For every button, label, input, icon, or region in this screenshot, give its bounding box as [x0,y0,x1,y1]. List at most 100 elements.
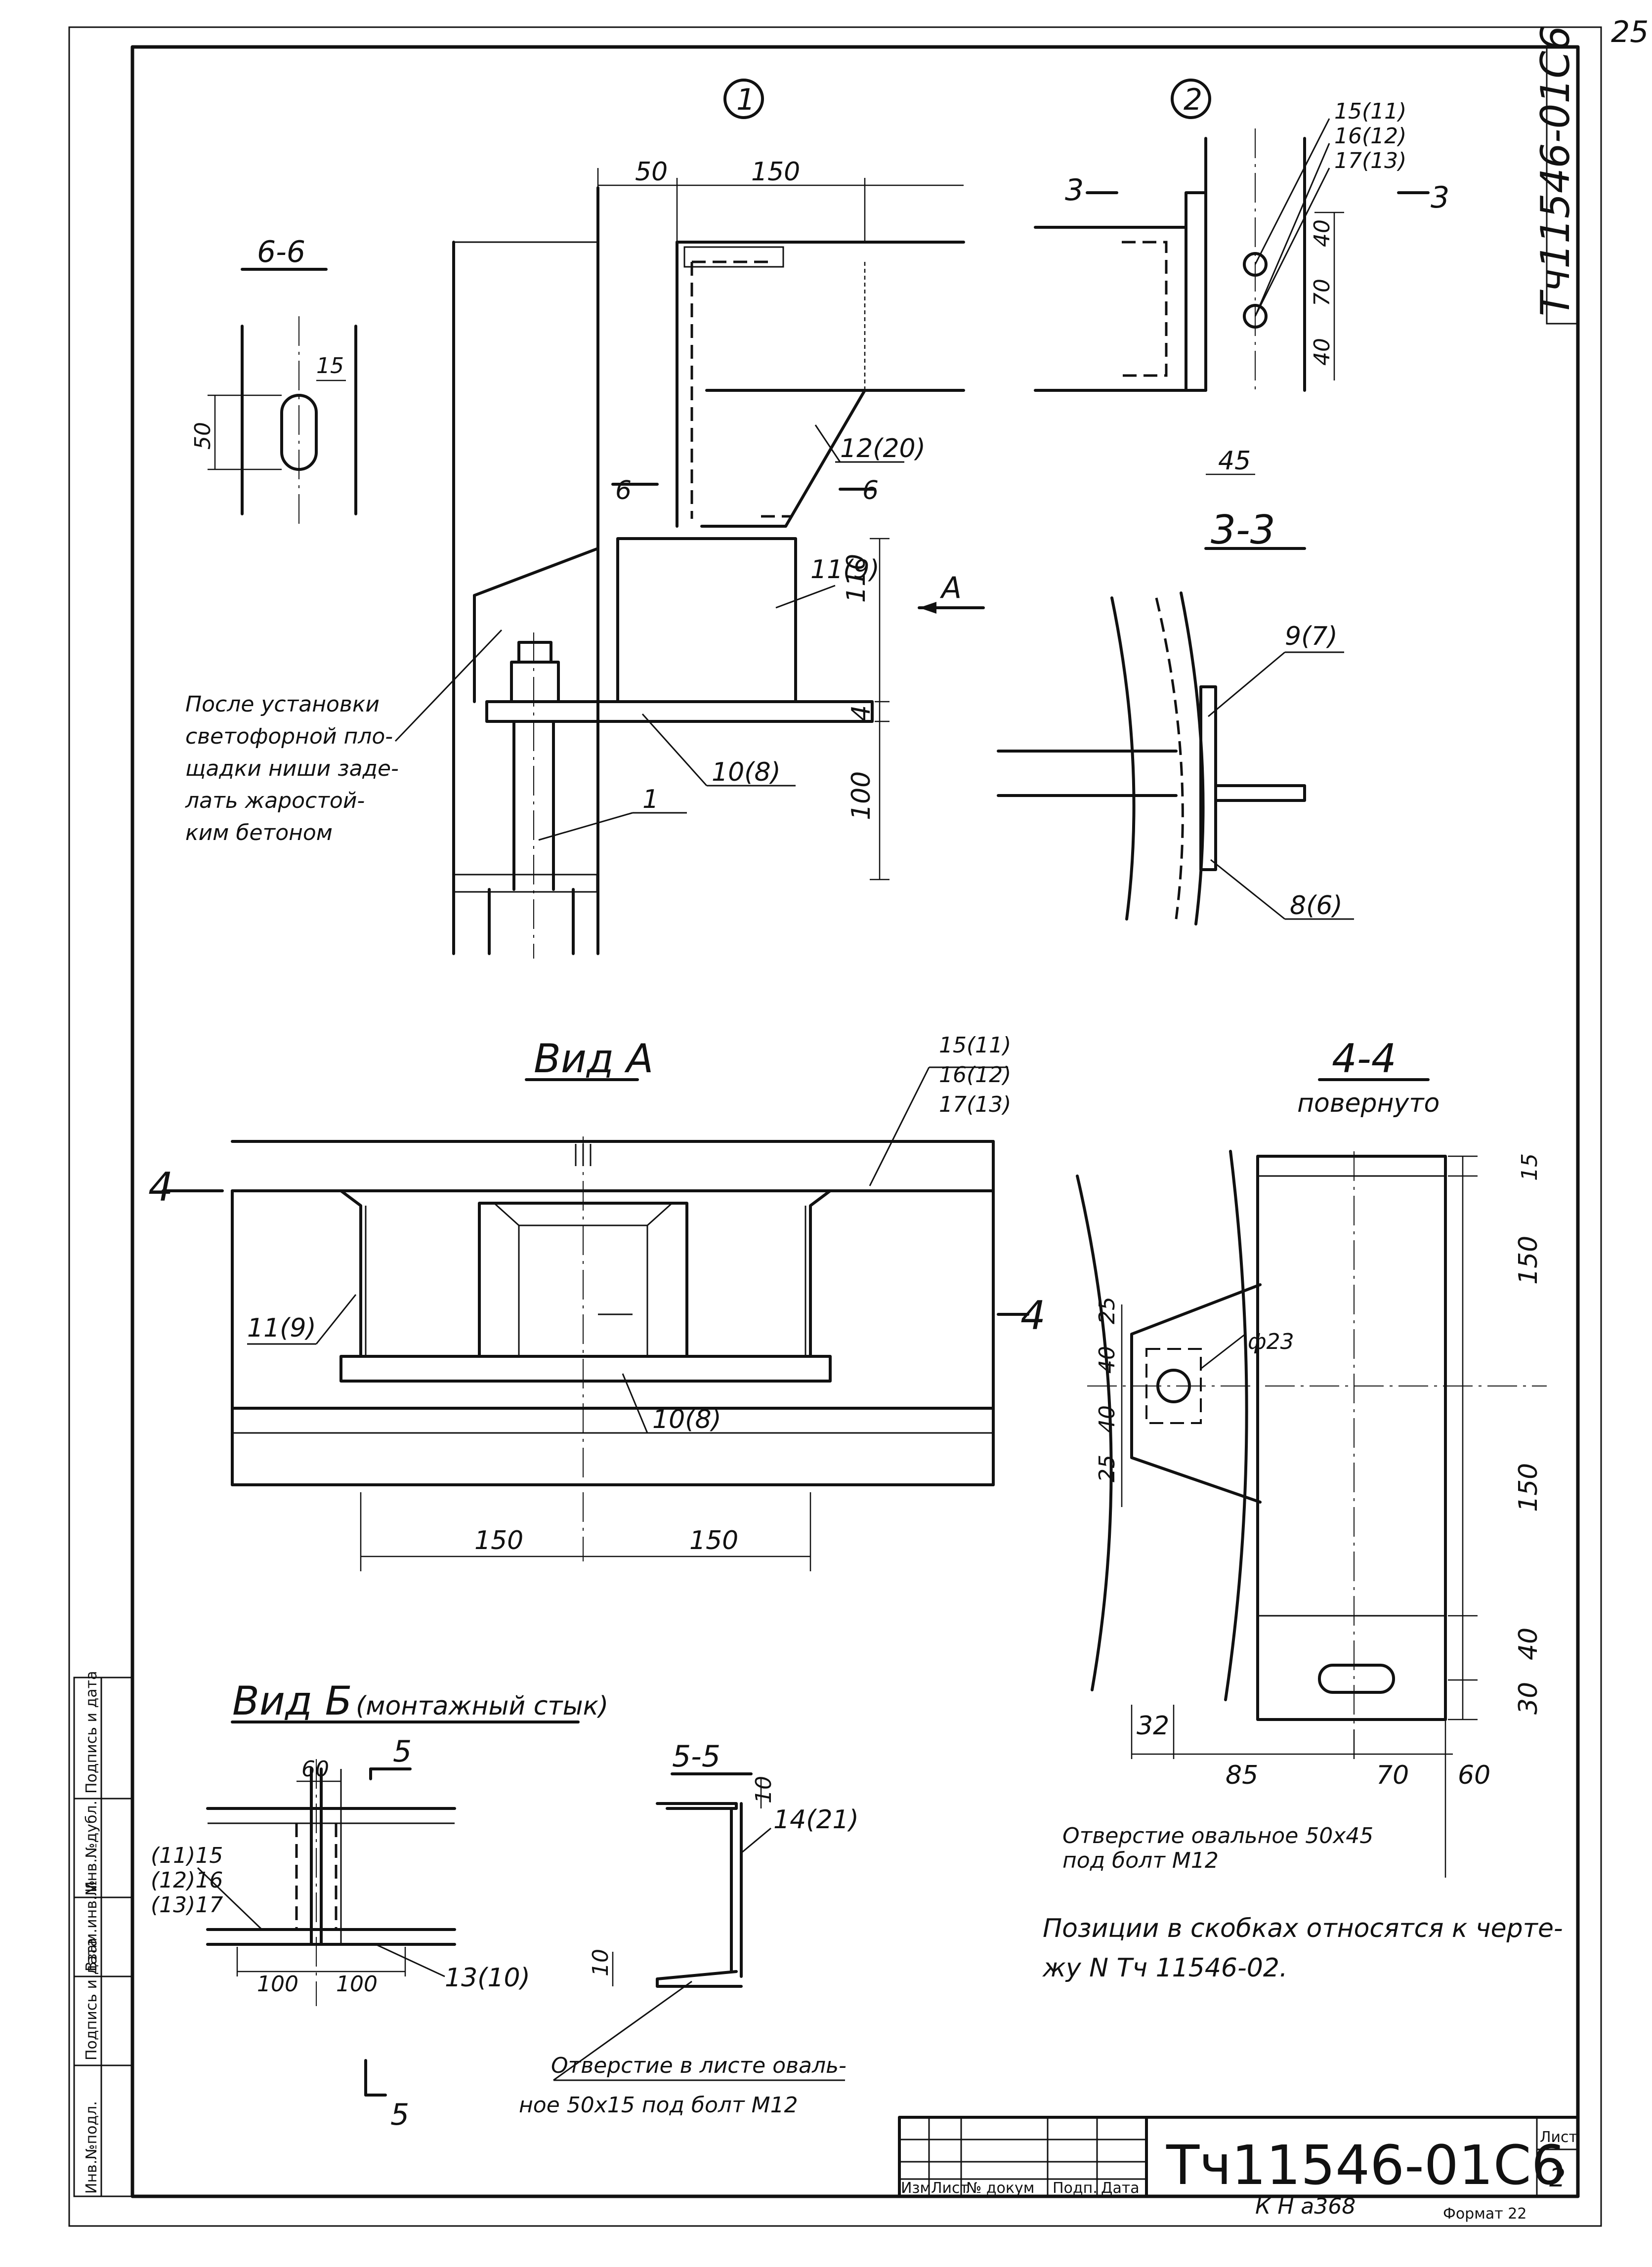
dim-70-node2: 70 [1310,279,1335,306]
note-concrete-5: ким бетоном [185,820,333,845]
page-number: 25 [1611,15,1649,49]
note-concrete-4: лать жаростой- [185,788,365,813]
mark-8-6: 8(6) [1290,891,1343,921]
dim-40-node2-a: 40 [1310,219,1335,247]
sheet-number: 2 [1549,2163,1566,2193]
side-stamp-2: Подпись и дата [83,1938,100,2061]
tb-col-izm: Изм [901,2180,931,2197]
mark-10-8: 10(8) [712,757,781,787]
vertical-drawing-code: Тч11546-01С6 [1532,26,1578,316]
mark-15-11-viewA: 15(11) [939,1033,1011,1058]
tb-col-data: Дата [1101,2180,1140,2197]
dim-25-44-bottom: 25 [1095,1455,1120,1482]
mark-1: 1 [642,785,659,814]
tb-col-doc: № докум [966,2180,1034,2197]
sheet-frame [68,26,1602,2227]
section-4-left: 4 [148,1164,173,1210]
mark-17-13-node2: 17(13) [1334,148,1406,173]
node-2-number: 2 [1184,83,1202,117]
note-concrete-2: светофорной пло- [185,724,393,749]
dim-100-viewB-right: 100 [336,1972,378,1997]
dim-150-viewA-left: 150 [474,1526,523,1555]
note-oval-hole-1: Отверстие овальное 50x45 [1062,1823,1373,1848]
dim-40-44-bottom: 40 [1514,1628,1543,1660]
dim-32: 32 [1137,1711,1169,1741]
section-6-6 [208,268,357,524]
section-4-4-title: 4-4 [1332,1036,1397,1082]
dim-100-v: 100 [847,771,876,820]
dim-25-44-top: 25 [1095,1297,1120,1324]
section-4-right: 4 [1020,1293,1046,1339]
dim-150-top: 150 [751,157,800,187]
section-3-3-title: 3-3 [1211,507,1275,553]
view-node-2 [1034,79,1430,475]
node-1-number: 1 [736,83,755,117]
inventory-number: К Н а368 [1255,2194,1355,2219]
note-concrete-3: щадки ниши заде- [185,756,399,781]
mark-12-20: 12(20) [840,434,926,463]
mark-13-10: 13(10) [445,1963,530,1993]
view-B [197,1721,580,2097]
view-B-subtitle: (монтажный стык) [356,1691,608,1721]
mark-13-17: (13)17 [151,1892,223,1918]
dim-150-44-bottom: 150 [1514,1463,1543,1512]
note-sheet-hole-2: ное 50x15 под болт М12 [519,2093,798,2118]
side-stamp [73,1677,133,2197]
section-6-left: 6 [615,476,632,505]
mark-11-9-viewA: 11(9) [247,1313,316,1343]
section-5-5 [553,1772,845,2081]
dim-40-44-a: 40 [1095,1346,1120,1374]
tb-col-list: Лист [931,2180,969,2197]
view-A-arrow-label: А [939,571,962,605]
mark-15-11-node2: 15(11) [1334,99,1406,124]
section-5-5-title: 5-5 [672,1739,720,1774]
tb-col-podp: Подп. [1053,2180,1098,2197]
paper-format: Формат 22 [1443,2205,1526,2223]
note-positions-2: жу N Тч 11546-02. [1042,1953,1287,1983]
side-stamp-5: Подпись и дата [83,1671,100,1794]
dim-100-viewB-left: 100 [257,1972,298,1997]
dim-10-bottom: 10 [588,1949,613,1976]
mark-17-13-viewA: 17(13) [939,1092,1011,1117]
dim-110: 110 [842,554,871,603]
view-node-1 [394,79,985,959]
section-6-6-title: 6-6 [257,235,305,269]
dim-50-top: 50 [635,157,668,187]
section-5-bottom: 5 [390,2098,409,2132]
dim-70-44: 70 [1376,1761,1409,1790]
section-3-right: 3 [1431,180,1449,215]
dim-60-viewB: 60 [301,1757,329,1782]
mark-14-21: 14(21) [773,1805,859,1835]
note-positions-1: Позиции в скобках относятся к черте- [1043,1914,1563,1943]
note-oval-hole-2: под болт М12 [1062,1848,1219,1873]
dim-15-slot: 15 [316,353,344,378]
dim-15-44: 15 [1517,1153,1542,1181]
dim-50-slot: 50 [190,422,215,450]
hole-diameter: ф23 [1248,1329,1294,1354]
dim-30-44: 30 [1514,1682,1543,1715]
section-4-4 [1076,1078,1547,1878]
mark-9-7: 9(7) [1285,622,1338,651]
view-A-title: Вид А [534,1036,653,1082]
side-stamp-4: Инв.№дубл. [83,1801,100,1892]
view-B-title: Вид Б [232,1678,352,1724]
side-stamp-3: Взам.инв.№ [83,1880,100,1972]
mark-11-15: (11)15 [151,1843,223,1868]
dim-150-44-top: 150 [1514,1236,1543,1285]
section-5-top: 5 [393,1734,412,1769]
mark-16-12-viewA: 16(12) [939,1062,1011,1088]
dim-45: 45 [1218,446,1251,476]
dim-85: 85 [1226,1761,1258,1790]
view-A [162,1066,1029,1571]
section-6-right: 6 [862,476,879,505]
section-3-left: 3 [1065,173,1084,208]
dim-60-44: 60 [1458,1761,1490,1790]
mark-16-12-node2: 16(12) [1334,124,1406,149]
mark-10-8-viewA: 10(8) [652,1405,721,1434]
title-block [898,2116,1579,2198]
dim-40-node2-b: 40 [1310,338,1335,366]
dim-10-top: 10 [751,1776,776,1804]
dim-40-44-b: 40 [1095,1405,1120,1433]
section-4-4-subtitle: повернуто [1297,1089,1440,1118]
